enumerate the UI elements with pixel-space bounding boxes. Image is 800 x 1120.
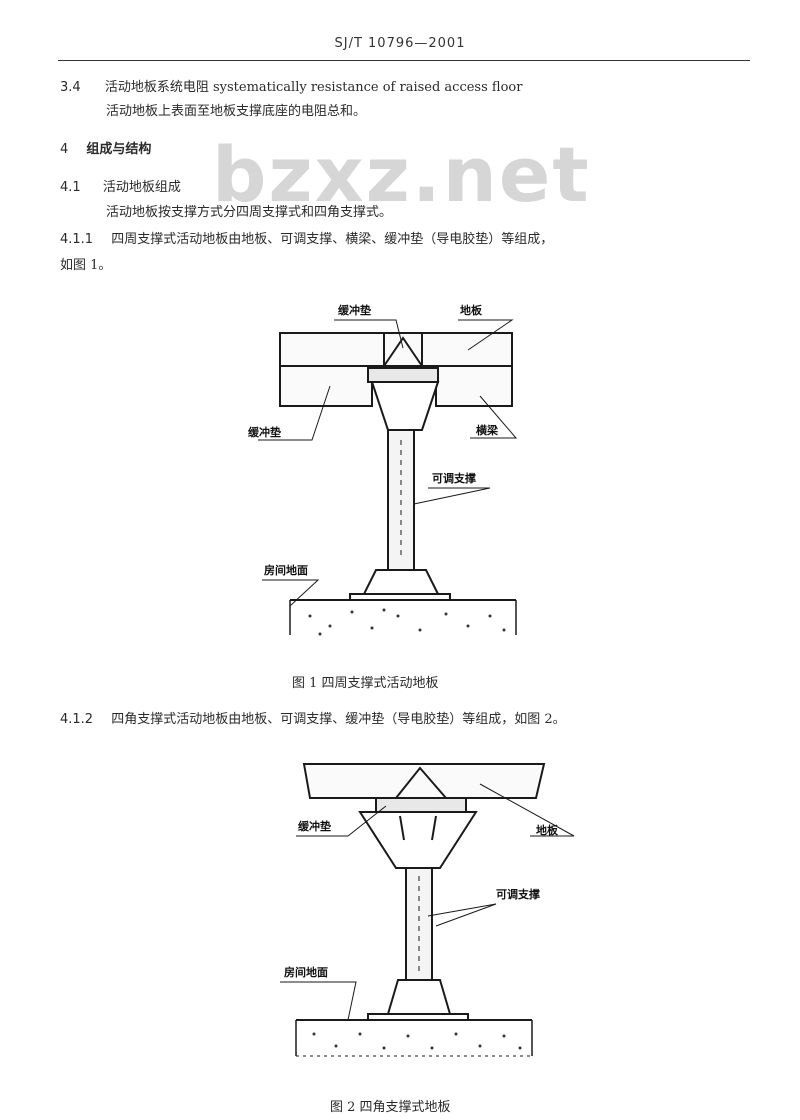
watermark: bzxz.net	[212, 130, 591, 219]
clause-title: 活动地板系统电阻 systematically resistance of ra…	[104, 80, 523, 95]
label-adjustable-support: 可调支撑	[496, 887, 540, 901]
figure-1-reference: 如图 1。	[60, 258, 112, 273]
label-floor-panel: 地板	[536, 823, 559, 837]
section-number: 4	[60, 142, 69, 157]
clause-number: 3.4	[60, 80, 81, 95]
page-header: SJ/T 10796—2001	[334, 36, 466, 51]
clause-4-1: 4.1 活动地板组成	[60, 176, 181, 195]
figure-2-diagram: 缓冲垫 地板 可调支撑 房间地面	[280, 763, 575, 1057]
clause-title: 活动地板组成	[102, 180, 181, 195]
clause-text: 四周支撑式活动地板由地板、可调支撑、横梁、缓冲垫（导电胶垫）等组成，	[111, 232, 554, 247]
paragraph-support-types: 活动地板按支撑方式分四周支撑式和四角支撑式。	[106, 205, 393, 220]
clause-3-4: 3.4 活动地板系统电阻 systematically resistance o…	[60, 76, 522, 95]
label-cushion: 缓冲垫	[298, 819, 331, 833]
figure-2-caption: 图 2 四角支撑式地板	[330, 1100, 451, 1115]
clause-number: 4.1.1	[60, 232, 94, 247]
label-adjustable-support: 可调支撑	[432, 471, 476, 485]
section-4-heading: 4 组成与结构	[60, 138, 151, 157]
clause-4-1-1: 4.1.1 四周支撑式活动地板由地板、可调支撑、横梁、缓冲垫（导电胶垫）等组成，	[60, 228, 553, 247]
clause-number: 4.1	[60, 180, 81, 195]
clause-number: 4.1.2	[60, 712, 94, 727]
figure-1-diagram: 缓冲垫 地板 缓冲垫 横梁 可调支撑 房间地面	[248, 303, 518, 636]
definition-text: 活动地板上表面至地板支撑底座的电阻总和。	[106, 104, 367, 119]
clause-text: 四角支撑式活动地板由地板、可调支撑、缓冲垫（导电胶垫）等组成，如图 2。	[111, 712, 566, 727]
clause-4-1-2: 4.1.2 四角支撑式活动地板由地板、可调支撑、缓冲垫（导电胶垫）等组成，如图 …	[60, 708, 566, 727]
figure-1-caption: 图 1 四周支撑式活动地板	[292, 676, 439, 691]
label-beam: 横梁	[476, 423, 499, 437]
header-rule	[58, 60, 750, 61]
label-cushion-top: 缓冲垫	[338, 303, 371, 317]
label-floor-panel: 地板	[460, 303, 483, 317]
label-room-floor: 房间地面	[284, 965, 328, 979]
label-room-floor: 房间地面	[264, 563, 308, 577]
section-title: 组成与结构	[86, 142, 152, 157]
label-cushion-left: 缓冲垫	[248, 425, 281, 439]
